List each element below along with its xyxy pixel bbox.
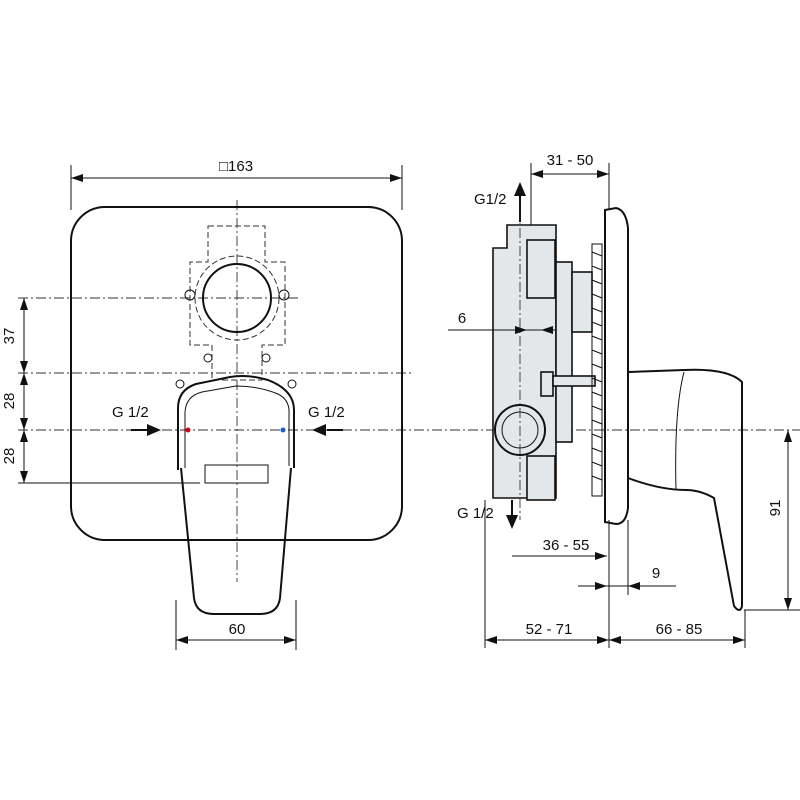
dim-60-label: 60	[229, 621, 246, 638]
dim-9-label: 9	[652, 565, 660, 582]
mounting-lug-right-low	[287, 379, 297, 389]
threaded-ring	[591, 243, 603, 497]
inlet-left-label: G 1/2	[112, 404, 149, 421]
outlet-bottom-arrow	[506, 500, 518, 529]
valve-box-front-flange	[526, 239, 556, 299]
screw-sleeve	[540, 371, 554, 397]
adjust-screw	[552, 375, 596, 387]
front-view: G 1/2 G 1/2 □163 37 28 28 60	[1, 158, 800, 650]
lever-side-inner	[675, 371, 685, 491]
mounting-lug-left-top	[184, 289, 196, 301]
inlet-right-arrow	[312, 424, 343, 436]
mounting-lug-left-mid	[203, 353, 213, 363]
cartridge-housing	[555, 261, 573, 443]
lever-notch	[204, 464, 269, 484]
dim-6-label: 6	[458, 310, 466, 327]
dim-28-lower-label: 28	[1, 448, 18, 465]
dim-28-upper-label: 28	[1, 393, 18, 410]
hidden-valve-body	[189, 225, 286, 381]
mounting-lug-right-mid	[261, 353, 271, 363]
dim-36-55-label: 36 - 55	[543, 537, 590, 554]
cartridge-thread	[571, 271, 593, 333]
lever-handle-inner	[184, 385, 290, 468]
lever-side-profile	[627, 368, 743, 611]
cover-plate	[70, 206, 403, 541]
top-outlet-ring-inner	[194, 255, 280, 341]
valve-box-lower-flange	[526, 455, 556, 501]
dim-52-71-label: 52 - 71	[526, 621, 573, 638]
lever-handle	[180, 467, 292, 615]
mounting-lug-left-low	[175, 379, 185, 389]
inlet-left-arrow	[131, 424, 161, 436]
outlet-top-label: G1/2	[474, 191, 507, 208]
cover-plate-side	[604, 206, 629, 526]
dim-66-85-label: 66 - 85	[656, 621, 703, 638]
hot-marker	[185, 427, 191, 433]
inlet-right-label: G 1/2	[308, 404, 345, 421]
lever-handle-base	[177, 375, 295, 470]
width-label: □163	[219, 158, 253, 175]
outlet-top-arrow	[514, 182, 526, 222]
dim-31-50-label: 31 - 50	[547, 152, 594, 169]
outlet-bottom-label: G 1/2	[457, 505, 494, 522]
dim-37-label: 37	[1, 328, 18, 345]
top-outlet-ring	[202, 263, 272, 333]
mounting-lug-right-top	[278, 289, 290, 301]
cold-marker	[280, 427, 286, 433]
side-view: G1/2 G 1/2 31 - 50 6 36 - 55 9	[448, 152, 800, 648]
dim-91-label: 91	[767, 500, 784, 517]
